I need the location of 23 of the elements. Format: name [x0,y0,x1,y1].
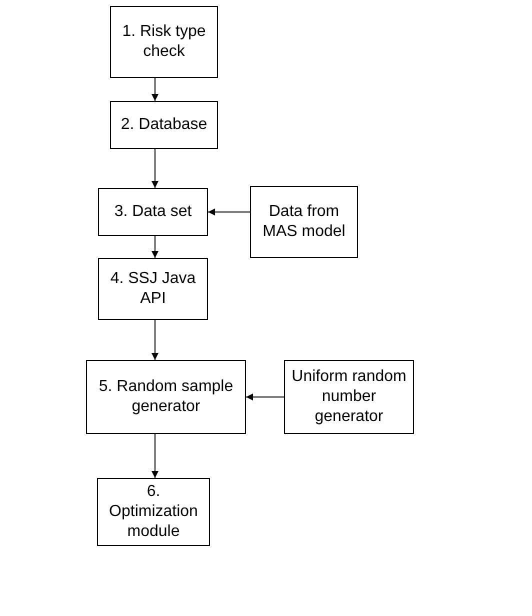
process-box [97,478,210,546]
process-box [98,188,208,236]
process-box [86,360,246,434]
box-label: 3. Data set [114,202,192,222]
box-label: 1. Risk type check [121,22,207,62]
process-box [110,101,218,149]
arrow [152,236,158,258]
box-label: 2. Database [120,115,208,135]
box-label: 5. Random sample generator [98,377,234,417]
process-box [284,360,414,434]
arrow [246,394,284,400]
box-label: 6. Optimization module [108,482,199,542]
process-box [98,258,208,320]
box-label: 4. SSJ Java API [109,269,197,309]
arrow [208,208,250,216]
process-box [110,6,218,78]
arrow [152,434,158,478]
arrow [152,320,158,360]
arrow [152,148,158,188]
process-box [250,186,358,258]
box-label: Uniform random number generator [291,367,407,427]
box-label: Data from MAS model [262,202,346,242]
arrow [152,78,158,102]
